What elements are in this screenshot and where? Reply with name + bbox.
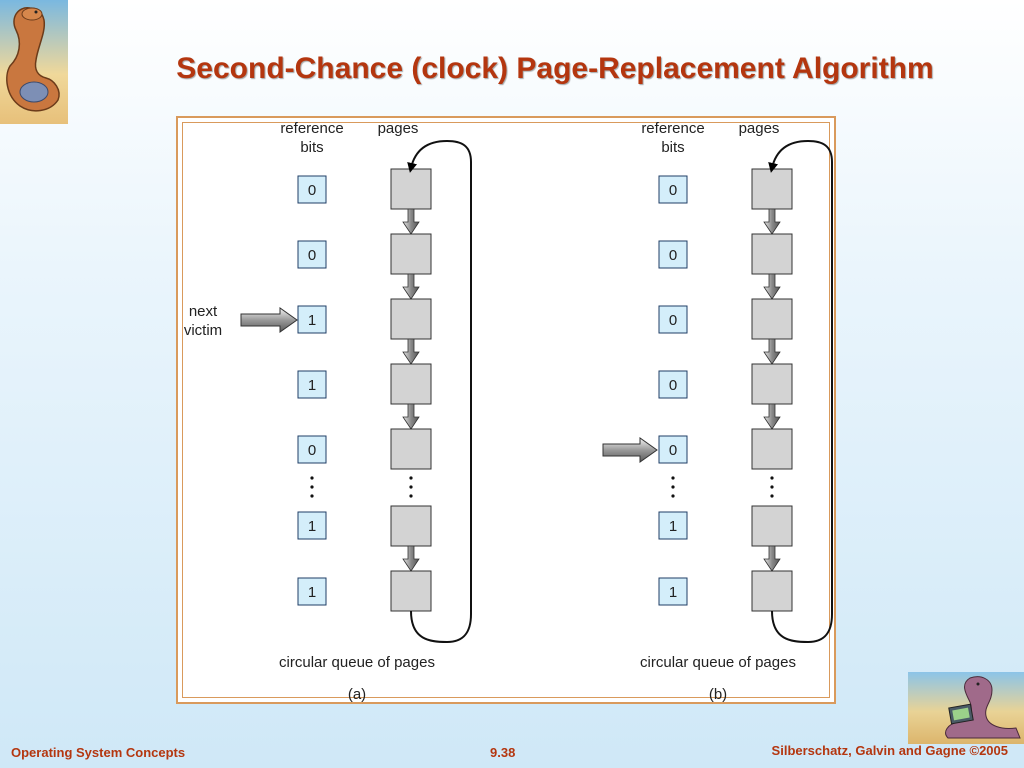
reference-bit-box <box>297 511 327 540</box>
footer-copyright: Silberschatz, Galvin and Gagne ©2005 <box>771 743 1008 758</box>
page-column <box>390 168 432 612</box>
reference-bit-box <box>658 435 688 464</box>
page-link-arrows <box>402 208 420 572</box>
reference-bit-box <box>658 305 688 334</box>
page-box <box>751 505 793 547</box>
next-victim-label: victim <box>184 322 222 339</box>
page-box <box>751 168 793 210</box>
reference-bit-box <box>297 305 327 334</box>
next-victim-pointer <box>602 437 658 463</box>
page-link-arrow <box>763 208 781 235</box>
ellipsis-dots <box>671 476 774 498</box>
reference-bit-value: 0 <box>669 312 677 329</box>
dinosaur-laptop-logo <box>908 672 1024 744</box>
page-link-arrow <box>402 338 420 365</box>
queue-caption: circular queue of pages <box>279 654 435 671</box>
reference-bit-box <box>297 577 327 606</box>
circular-return-arrow <box>768 139 833 644</box>
reference-bits-header: reference <box>641 120 704 137</box>
page-link-arrow <box>402 545 420 572</box>
page-link-arrows <box>763 208 781 572</box>
reference-bit-value: 0 <box>308 182 316 199</box>
reference-bit-box <box>297 435 327 464</box>
reference-bits-header: reference <box>280 120 343 137</box>
ellipsis-dots <box>310 476 413 498</box>
next-victim-label: next <box>189 303 218 320</box>
page-box <box>751 363 793 405</box>
pages-header: pages <box>378 120 419 137</box>
page-box <box>390 168 432 210</box>
page-link-arrow <box>763 545 781 572</box>
reference-bit-value: 0 <box>669 182 677 199</box>
reference-bit-value: 1 <box>669 584 677 601</box>
panel-label: (b) <box>709 686 727 703</box>
reference-bit-value: 0 <box>669 377 677 394</box>
page-link-arrow <box>402 403 420 430</box>
reference-bit-box <box>297 175 327 204</box>
reference-bits-header: bits <box>300 139 323 156</box>
page-box <box>390 233 432 275</box>
next-victim-pointer <box>240 307 298 333</box>
page-box <box>751 298 793 340</box>
page-column <box>751 168 793 612</box>
reference-bit-value: 1 <box>669 518 677 535</box>
reference-bit-value: 0 <box>669 247 677 264</box>
page-box <box>751 570 793 612</box>
page-link-arrow <box>763 338 781 365</box>
footer-page-number: 9.38 <box>490 745 516 760</box>
reference-bits-header: bits <box>661 139 684 156</box>
reference-bit-value: 1 <box>308 312 316 329</box>
page-box <box>390 363 432 405</box>
reference-bit-value: 1 <box>308 584 316 601</box>
reference-bit-box <box>297 240 327 269</box>
page-link-arrow <box>402 273 420 300</box>
page-box <box>390 298 432 340</box>
page-link-arrow <box>763 403 781 430</box>
dinosaur-logo <box>0 0 68 124</box>
panel-b: reference bits pages 0 0 0 0 0 1 1 <box>602 120 833 703</box>
reference-bit-box <box>658 175 688 204</box>
page-box <box>751 428 793 470</box>
page-box <box>390 505 432 547</box>
panel-a: reference bits pages 0 0 1 1 0 1 1 <box>184 120 472 703</box>
reference-bit-value: 1 <box>308 377 316 394</box>
reference-bit-value: 0 <box>308 247 316 264</box>
reference-bit-value: 1 <box>308 518 316 535</box>
reference-bit-box <box>658 511 688 540</box>
slide-title: Second-Chance (clock) Page-Replacement A… <box>176 52 934 85</box>
reference-bit-value: 0 <box>669 442 677 459</box>
reference-bit-box <box>658 370 688 399</box>
queue-caption: circular queue of pages <box>640 654 796 671</box>
circular-return-arrow <box>407 139 472 644</box>
page-link-arrow <box>763 273 781 300</box>
reference-bit-value: 0 <box>308 442 316 459</box>
reference-bit-box <box>297 370 327 399</box>
panel-label: (a) <box>348 686 366 703</box>
reference-bit-column: 0 0 1 1 0 1 1 <box>297 175 327 606</box>
page-box <box>390 570 432 612</box>
page-box <box>390 428 432 470</box>
page-link-arrow <box>402 208 420 235</box>
reference-bit-box <box>658 577 688 606</box>
footer-course-title: Operating System Concepts <box>11 745 186 760</box>
pages-header: pages <box>739 120 780 137</box>
reference-bit-column: 0 0 0 0 0 1 1 <box>658 175 688 606</box>
diagram-frame <box>176 116 836 704</box>
reference-bit-box <box>658 240 688 269</box>
page-box <box>751 233 793 275</box>
